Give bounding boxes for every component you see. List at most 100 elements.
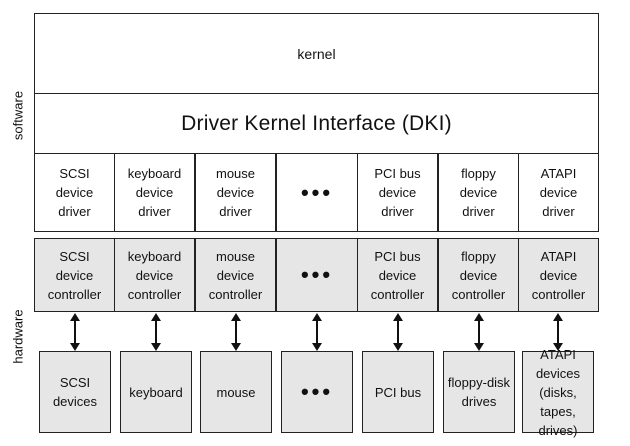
text-line: device — [459, 267, 498, 283]
text-line: SCSI — [59, 248, 90, 264]
driver-floppy-text: floppy device driver — [460, 164, 498, 221]
controller-pci-bus: PCI bus device controller — [357, 238, 438, 312]
controller-keyboard-text: keyboard device controller — [128, 247, 181, 304]
text-line: ATAPI — [540, 248, 577, 264]
driver-keyboard: keyboard device driver — [114, 153, 195, 232]
controller-ellipsis: ••• — [276, 238, 358, 312]
text-line: device — [539, 185, 578, 200]
text-line: device — [216, 185, 255, 200]
text-line: controller — [208, 286, 263, 302]
text-line: controller — [127, 286, 182, 302]
text-line: device — [378, 185, 417, 200]
text-line: PCI bus — [374, 384, 422, 400]
device-keyboard-text: keyboard — [129, 383, 182, 402]
text-line: drives — [461, 394, 497, 409]
device-scsi-text: SCSI devices — [53, 373, 97, 411]
text-line: driver — [462, 204, 495, 219]
device-floppy-disk: floppy-disk drives — [443, 351, 515, 433]
bidirectional-arrow — [231, 313, 241, 351]
text-line: drives) — [538, 422, 578, 438]
text-line: PCI bus — [374, 166, 421, 181]
text-line: keyboard — [127, 166, 182, 181]
dki-label: Driver Kernel Interface (DKI) — [181, 111, 452, 135]
text-line: device — [459, 185, 498, 200]
text-line: controller — [531, 286, 586, 302]
text-line: floppy — [461, 166, 496, 181]
text-line: SCSI — [59, 166, 90, 181]
controller-scsi: SCSI device controller — [34, 238, 115, 312]
driver-atapi: ATAPI device driver — [518, 153, 599, 232]
device-keyboard: keyboard — [120, 351, 192, 433]
text-line: device — [378, 267, 417, 283]
text-line: device — [539, 267, 578, 283]
ellipsis-label: ••• — [300, 262, 334, 287]
dki-box: Driver Kernel Interface (DKI) — [34, 93, 599, 154]
device-pci-bus: PCI bus — [362, 351, 434, 433]
hardware-label: hardware — [10, 309, 26, 364]
driver-ellipsis: ••• — [276, 153, 358, 232]
device-ellipsis: ••• — [281, 351, 353, 433]
text-line: driver — [138, 204, 171, 219]
driver-floppy: floppy device driver — [438, 153, 519, 232]
ellipsis-label: ••• — [300, 179, 334, 205]
driver-mouse-text: mouse device driver — [216, 164, 255, 221]
kernel-box: kernel — [34, 13, 599, 95]
text-line: mouse — [216, 384, 256, 400]
text-line: ATAPI — [540, 166, 577, 181]
text-line: controller — [47, 286, 102, 302]
controller-scsi-text: SCSI device controller — [48, 247, 101, 304]
text-line: floppy-disk — [447, 375, 511, 390]
text-line: device — [55, 185, 94, 200]
text-line: mouse — [215, 248, 256, 264]
text-line: driver — [219, 204, 252, 219]
text-line: driver — [58, 204, 91, 219]
driver-scsi: SCSI device driver — [34, 153, 115, 232]
bidirectional-arrow — [553, 313, 563, 351]
controller-atapi-text: ATAPI device controller — [532, 247, 585, 304]
text-line: device — [135, 267, 174, 283]
driver-pci-bus-text: PCI bus device driver — [374, 164, 420, 221]
text-line: device — [216, 267, 255, 283]
ellipsis-label: ••• — [300, 379, 334, 404]
text-line: tapes, — [540, 403, 576, 419]
text-line: driver — [381, 204, 414, 219]
text-line: device — [135, 185, 174, 200]
driver-keyboard-text: keyboard device driver — [128, 164, 181, 221]
device-mouse: mouse — [200, 351, 272, 433]
bidirectional-arrow — [393, 313, 403, 351]
device-pci-bus-text: PCI bus — [375, 383, 421, 402]
text-line: SCSI — [59, 375, 91, 390]
kernel-label: kernel — [297, 46, 336, 62]
bidirectional-arrow — [312, 313, 322, 351]
text-line: PCI bus — [374, 248, 421, 264]
text-line: mouse — [215, 166, 256, 181]
controller-mouse-text: mouse device controller — [209, 247, 262, 304]
text-line: driver — [542, 204, 575, 219]
text-line: (disks, — [539, 384, 577, 400]
device-floppy-disk-text: floppy-disk drives — [448, 373, 510, 411]
software-label: software — [10, 90, 26, 141]
driver-pci-bus: PCI bus device driver — [357, 153, 438, 232]
bidirectional-arrow — [151, 313, 161, 351]
bidirectional-arrow — [70, 313, 80, 351]
text-line: floppy — [461, 248, 496, 264]
device-scsi: SCSI devices — [39, 351, 111, 433]
driver-scsi-text: SCSI device driver — [56, 164, 94, 221]
controller-mouse: mouse device controller — [195, 238, 276, 312]
text-line: controller — [370, 286, 425, 302]
text-line: devices — [52, 394, 98, 409]
text-line: keyboard — [127, 248, 182, 264]
text-line: keyboard — [129, 384, 183, 400]
controller-pci-bus-text: PCI bus device controller — [371, 247, 424, 304]
text-line: devices — [535, 365, 581, 381]
text-line: device — [55, 267, 94, 283]
driver-mouse: mouse device driver — [195, 153, 276, 232]
device-mouse-text: mouse — [216, 383, 255, 402]
controller-atapi: ATAPI device controller — [518, 238, 599, 312]
bidirectional-arrow — [474, 313, 484, 351]
controller-keyboard: keyboard device controller — [114, 238, 195, 312]
